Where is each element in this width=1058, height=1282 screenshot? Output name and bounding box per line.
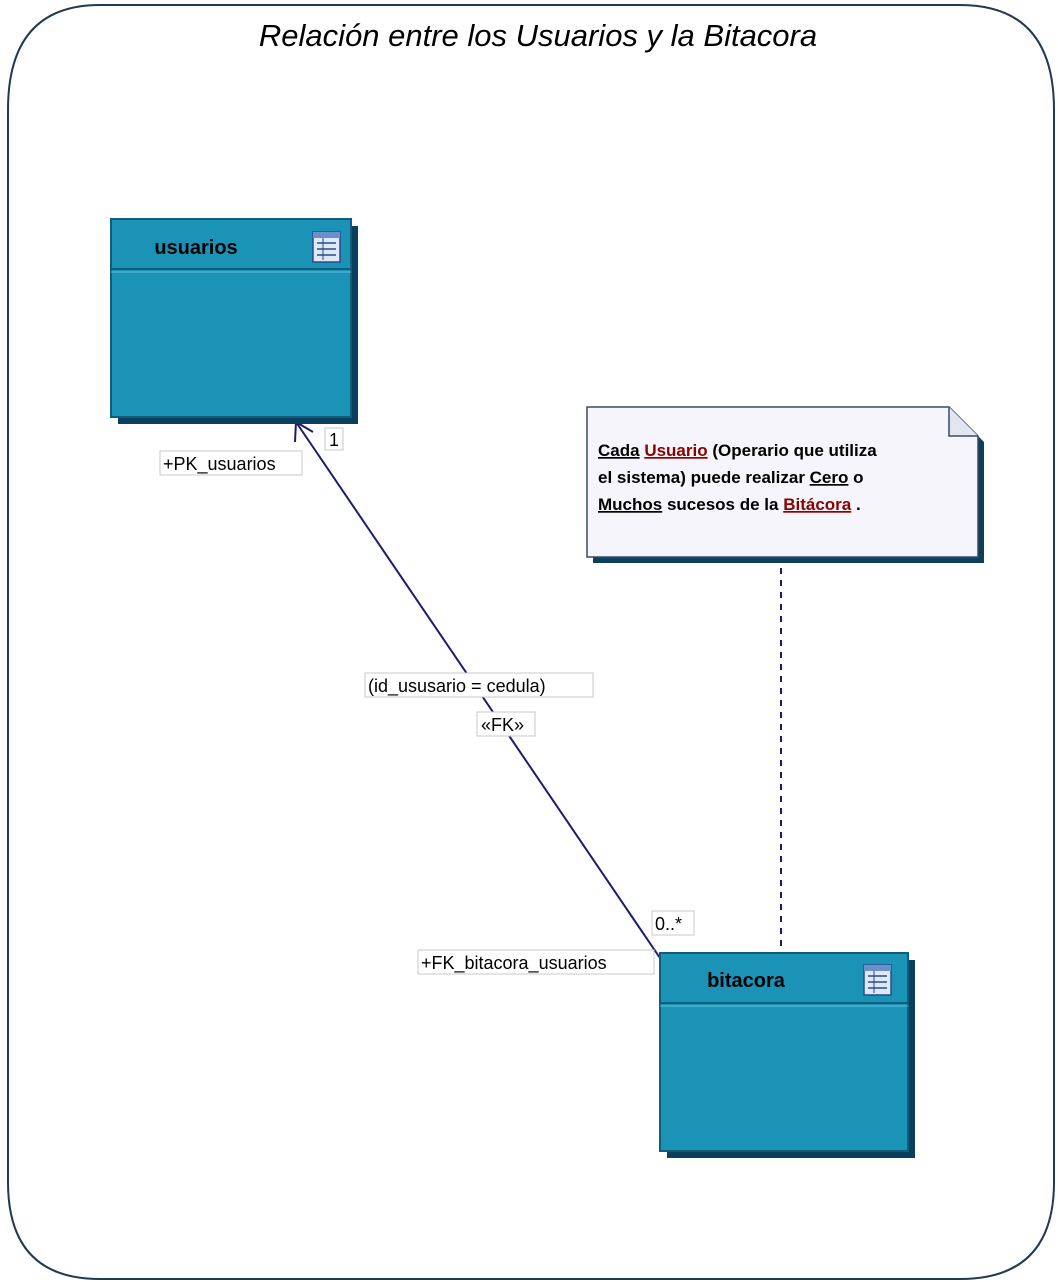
table-icon (863, 964, 892, 996)
diagram-frame (7, 4, 1055, 1280)
table-bitacora[interactable]: bitacora (659, 952, 915, 1158)
svg-text:«FK»: «FK» (481, 715, 524, 735)
svg-text:0..*: 0..* (655, 914, 682, 934)
label-condition: (id_ususario = cedula) (364, 672, 594, 698)
diagram-title: Relación entre los Usuarios y la Bitacor… (259, 18, 817, 53)
note-line-2: el sistema) puede realizar Cero o (598, 468, 864, 487)
svg-text:(id_ususario = cedula): (id_ususario = cedula) (368, 676, 546, 697)
svg-text:+FK_bitacora_usuarios: +FK_bitacora_usuarios (421, 953, 607, 974)
label-source-role: +FK_bitacora_usuarios (417, 949, 655, 975)
note[interactable]: Cada Usuario (Operario que utiliza el si… (586, 406, 984, 563)
label-target-role: +PK_usuarios (159, 450, 303, 476)
table-icon (312, 231, 341, 263)
label-stereotype: «FK» (476, 711, 536, 737)
table-name-usuarios: usuarios (154, 237, 237, 259)
svg-text:+PK_usuarios: +PK_usuarios (163, 454, 276, 475)
table-name-bitacora: bitacora (707, 970, 786, 992)
svg-text:1: 1 (329, 430, 339, 450)
note-line-1: Cada Usuario (Operario que utiliza (598, 441, 877, 460)
label-target-multiplicity: 1 (324, 427, 344, 451)
label-source-multiplicity: 0..* (651, 910, 695, 936)
note-line-3: Muchos sucesos de la Bitácora . (598, 495, 861, 514)
table-usuarios[interactable]: usuarios (110, 218, 358, 424)
